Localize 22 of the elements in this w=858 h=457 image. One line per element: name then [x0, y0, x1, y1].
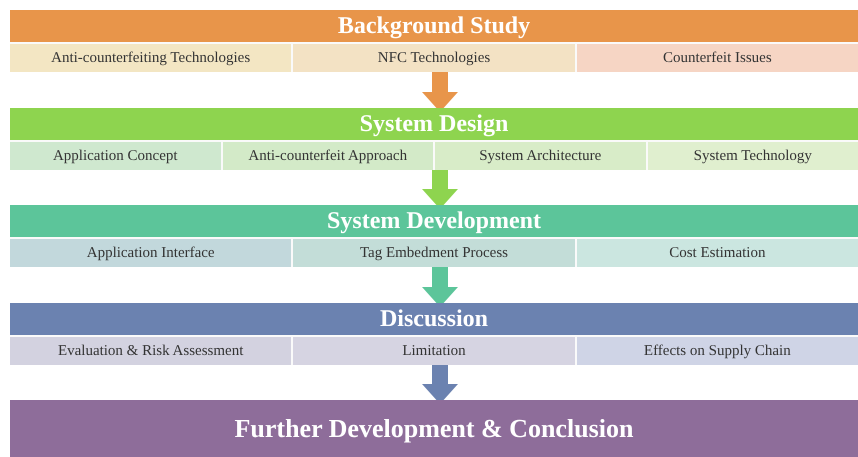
topic-item: System Technology [648, 142, 858, 170]
topic-item: Effects on Supply Chain [576, 337, 858, 365]
topic-item: Application Interface [10, 239, 292, 267]
stage-panel [10, 10, 858, 72]
topic-item: Evaluation & Risk Assessment [10, 337, 292, 365]
stage-header-band: System Development [10, 205, 858, 237]
topic-item: System Architecture [435, 142, 646, 170]
topic-item: Cost Estimation [576, 239, 858, 267]
stage-panel [10, 108, 858, 170]
topic-item: Tag Embedment Process [293, 239, 575, 267]
topic-item: Counterfeit Issues [576, 44, 858, 72]
stage-header-band: System Design [10, 108, 858, 140]
topic-item: NFC Technologies [293, 44, 575, 72]
stage-header-band: Further Development & Conclusion [10, 400, 858, 457]
stage-panel [10, 205, 858, 267]
topic-item: Anti-counterfeiting Technologies [10, 44, 292, 72]
topic-item: Limitation [293, 337, 575, 365]
topic-item: Application Concept [10, 142, 220, 170]
stage-panel [10, 303, 858, 365]
topic-item: Anti-counterfeit Approach [222, 142, 433, 170]
stage-header-band: Background Study [10, 10, 858, 42]
stage-header-band: Discussion [10, 303, 858, 335]
